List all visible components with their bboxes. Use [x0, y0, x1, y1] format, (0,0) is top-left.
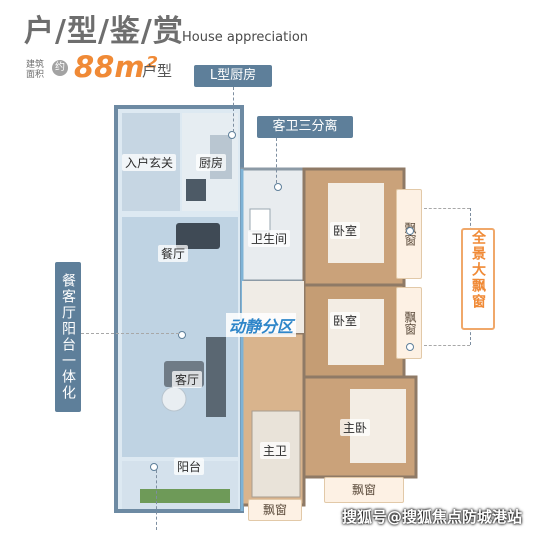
area-value: 88m² — [74, 50, 158, 84]
guide-line-bay-bottom — [424, 345, 470, 346]
room-label-bedroom-2: 卧室 — [330, 312, 361, 329]
pin-bay-1 — [406, 227, 414, 235]
room-label-bedroom-1: 卧室 — [330, 222, 361, 239]
guide-line-living — [81, 333, 179, 334]
page-title: 户/型/鉴/赏 — [24, 14, 184, 49]
guide-line-balcony — [156, 470, 157, 530]
area-about-badge: 约 — [52, 60, 68, 76]
bay-window-4: 飘窗 — [248, 499, 302, 521]
room-label-balcony: 阳台 — [174, 458, 205, 475]
pin-balcony — [150, 463, 158, 471]
room-label-living: 客厅 — [172, 371, 203, 388]
zone-divider-label: 动静分区 — [226, 313, 297, 337]
callout-l-kitchen: L型厨房 — [194, 65, 272, 87]
pin-living — [178, 331, 186, 339]
room-label-dining: 餐厅 — [158, 245, 189, 262]
bay-window-3: 飘窗 — [324, 477, 404, 503]
area-suffix: 户型 — [142, 62, 173, 80]
room-label-master-bath: 主卫 — [260, 442, 291, 459]
page-subtitle-en: House appreciation — [182, 30, 309, 45]
callout-dining-living-balcony: 餐客厅阳台一体化 — [55, 262, 81, 412]
guide-line-bay-top — [424, 208, 470, 209]
watermark: 搜狐号@搜狐焦点防城港站 — [342, 508, 523, 526]
callout-guest-bath: 客卫三分离 — [257, 116, 353, 138]
room-label-master-bed: 主卧 — [340, 419, 371, 436]
room-label-bathroom: 卫生间 — [248, 230, 291, 247]
area-label: 建筑面积 — [26, 60, 45, 80]
callout-panoramic-bay: 全景大飘窗 — [461, 228, 495, 330]
room-label-kitchen: 厨房 — [196, 154, 227, 171]
pin-kitchen — [228, 131, 236, 139]
pin-guest-bath — [274, 183, 282, 191]
room-label-entry: 入户玄关 — [122, 154, 177, 171]
pin-bay-2 — [406, 343, 414, 351]
guide-line-kitchen — [233, 87, 234, 132]
floor-plan: 入户玄关 厨房 餐厅 卫生间 卧室 卧室 客厅 主卫 主卧 阳台 飘窗 飘窗 飘… — [110, 99, 424, 521]
guide-line-guest-bath — [276, 138, 277, 183]
